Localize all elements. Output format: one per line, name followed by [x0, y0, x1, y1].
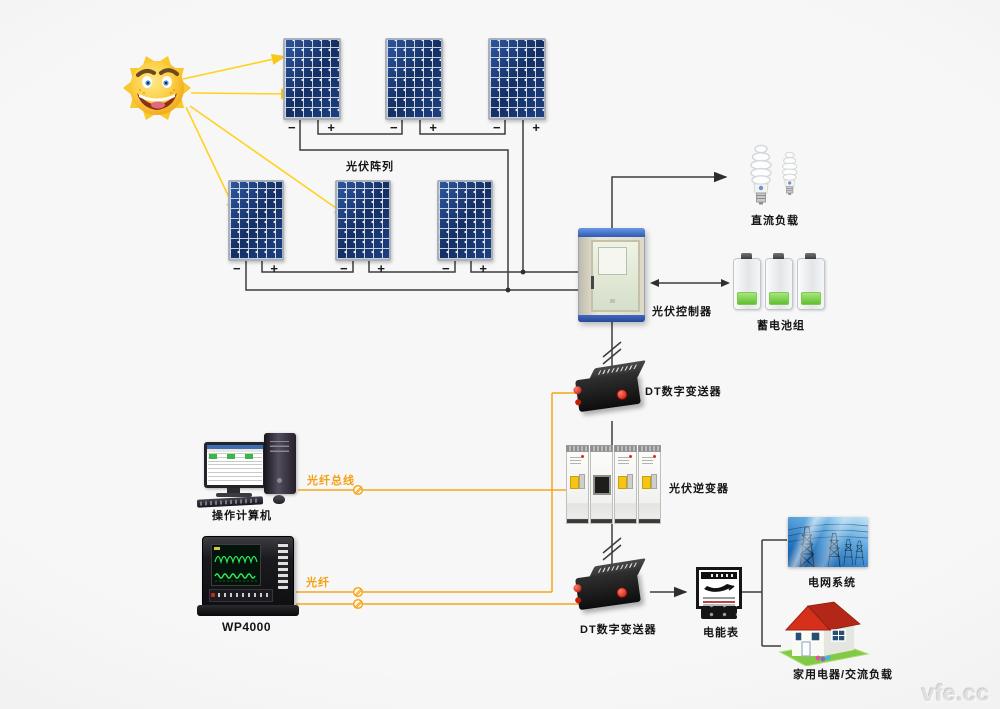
solar-panel: − + [385, 38, 443, 134]
battery-icon [765, 253, 793, 310]
operator-computer-label: 操作计算机 [212, 510, 272, 522]
dt-front-face [575, 569, 641, 611]
solar-panel: − + [283, 38, 341, 134]
battery-icon [733, 253, 761, 310]
dt-transmitter-device-1 [574, 360, 646, 418]
pv-inverter-label: 光伏逆变器 [669, 483, 729, 495]
dt-front-face [575, 371, 641, 413]
transmission-towers [788, 523, 868, 567]
inverter-cabinets [566, 445, 661, 524]
panel-positive-terminal: + [429, 120, 437, 135]
grid-system-label: 电网系统 [808, 577, 856, 589]
panel-positive-terminal: + [377, 261, 385, 276]
solar-panel: − + [488, 38, 546, 134]
home-ac-load-label: 家用电器/交流负载 [793, 669, 894, 681]
fiber-bus-label: 光纤总线 [307, 475, 355, 487]
pv-controller-label: 光伏控制器 [652, 306, 712, 318]
solar-panel: − + [335, 180, 391, 275]
wp4000-analyzer [197, 536, 299, 616]
panel-negative-terminal: − [233, 261, 241, 276]
sun-icon [123, 56, 191, 120]
fiber-label: 光纤 [306, 577, 330, 589]
panel-positive-terminal: + [532, 120, 540, 135]
energy-meter-device [696, 567, 742, 609]
meter-text-lines [703, 597, 735, 599]
solar-panel: − + [437, 180, 493, 275]
controller-glass-door [591, 240, 640, 312]
battery-pack-label: 蓄电池组 [757, 320, 805, 332]
waveform-display [214, 547, 258, 582]
computer-monitor [204, 442, 266, 488]
dc-load-label: 直流负载 [751, 215, 799, 227]
dt-transmitter-device-2 [574, 558, 646, 616]
energy-meter-label: 电能表 [703, 627, 739, 639]
wp4000-label: WP4000 [222, 620, 272, 634]
mouse [273, 495, 285, 504]
solar-panel: − + [228, 180, 284, 275]
monitor-screen [207, 445, 263, 485]
cfl-bulbs-icon [750, 144, 798, 205]
battery-icon [797, 253, 825, 310]
house-illustration [778, 601, 870, 666]
wire-junction-dots [505, 269, 730, 293]
panel-positive-terminal: + [270, 261, 278, 276]
meter-display [701, 572, 737, 579]
panel-negative-terminal: − [493, 120, 501, 135]
pv-array-label: 光伏阵列 [346, 161, 394, 173]
panel-negative-terminal: − [340, 261, 348, 276]
dt-transmitter-1-label: DT数字变送器 [645, 386, 722, 398]
dc-wiring [245, 116, 787, 647]
fiber-connector-icon [352, 484, 364, 610]
wp4000-screen [211, 544, 261, 586]
panel-positive-terminal: + [479, 261, 487, 276]
meter-logo-swoosh [704, 584, 735, 592]
watermark: vfe.cc [921, 680, 990, 706]
wp4000-control-strip [209, 589, 273, 602]
panel-negative-terminal: − [288, 120, 296, 135]
monitor-base [216, 493, 252, 497]
panel-negative-terminal: − [442, 261, 450, 276]
wp4000-buttons [278, 543, 288, 589]
monitor-stand [227, 488, 240, 494]
inverter-cabinet [590, 445, 613, 524]
power-grid-photo [788, 517, 868, 567]
inverter-cabinet [614, 445, 637, 524]
dt-transmitter-2-label: DT数字变送器 [580, 624, 657, 636]
panel-positive-terminal: + [327, 120, 335, 135]
meter-terminal-block [701, 606, 737, 619]
pv-controller-cabinet [578, 228, 645, 322]
fiber-optic-lines [296, 392, 587, 610]
sun-ray-arrows [182, 53, 349, 217]
panel-negative-terminal: − [390, 120, 398, 135]
inverter-cabinet [566, 445, 589, 524]
computer-tower [264, 433, 296, 494]
inverter-cabinet [638, 445, 661, 524]
